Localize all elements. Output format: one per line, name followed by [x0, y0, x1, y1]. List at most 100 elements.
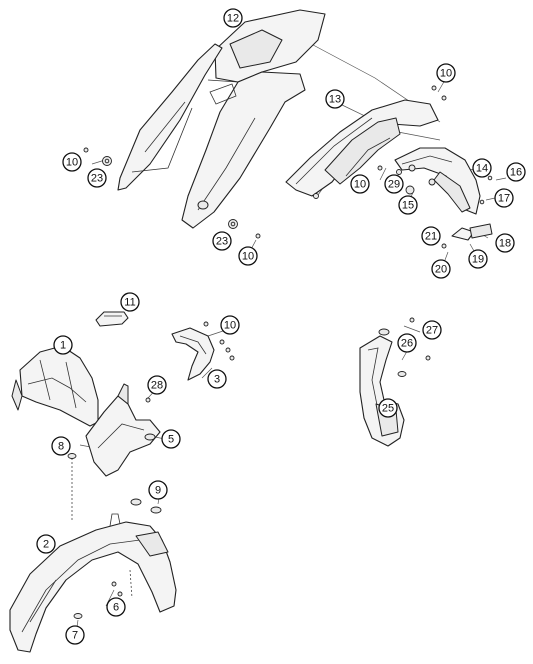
callout-25: 25	[378, 398, 398, 418]
callout-number: 19	[472, 254, 484, 266]
callout-circle	[148, 480, 168, 500]
callout-number: 8	[58, 441, 64, 453]
callout-10: 10	[436, 63, 456, 83]
callout-29: 29	[384, 174, 404, 194]
callout-circle	[350, 174, 370, 194]
callout-circle	[120, 292, 140, 312]
callout-number: 9	[155, 485, 161, 497]
callout-3: 3	[207, 369, 227, 389]
grommet-part-8	[67, 453, 77, 459]
callout-number: 26	[401, 338, 413, 350]
fasteners-top	[83, 85, 493, 249]
callout-circle	[161, 429, 181, 449]
callout-circle	[147, 375, 167, 395]
callout-number: 10	[66, 157, 78, 169]
headlight-mask-part-1	[11, 345, 99, 427]
tank-cover-part-12	[117, 9, 326, 229]
callout-number: 12	[227, 13, 239, 25]
callout-circle	[212, 231, 232, 251]
callout-23: 23	[87, 168, 107, 188]
callout-circle	[378, 398, 398, 418]
callout-1: 1	[53, 335, 73, 355]
callout-18: 18	[495, 233, 515, 253]
side-cover-part-25	[359, 317, 431, 447]
callout-27: 27	[422, 320, 442, 340]
callout-number: 27	[426, 325, 438, 337]
callout-number: 29	[388, 179, 400, 191]
callout-number: 25	[382, 403, 394, 415]
callout-number: 13	[329, 94, 341, 106]
callout-number: 28	[151, 380, 163, 392]
callout-number: 10	[354, 179, 366, 191]
callout-circle	[431, 259, 451, 279]
washers-part-9	[130, 498, 162, 514]
front-fender-part-2	[9, 513, 177, 653]
number-plate-part-5	[85, 383, 161, 477]
callout-14: 14	[472, 158, 492, 178]
plate-holder-part-19	[451, 223, 493, 241]
callout-number: 20	[435, 264, 447, 276]
callout-circle	[495, 233, 515, 253]
callout-number: 6	[113, 602, 119, 614]
callout-number: 2	[43, 539, 49, 551]
callout-number: 10	[224, 320, 236, 332]
callout-circle	[436, 63, 456, 83]
headlight-bracket-part-3	[171, 321, 235, 381]
callout-circle	[397, 333, 417, 353]
callout-circle	[220, 315, 240, 335]
callout-16: 16	[506, 162, 526, 182]
callout-circle	[472, 158, 492, 178]
callout-10: 10	[238, 246, 258, 266]
callout-2: 2	[36, 534, 56, 554]
callout-circle	[398, 195, 418, 215]
callout-15: 15	[398, 195, 418, 215]
bracket-part-11	[95, 311, 129, 327]
callout-number: 5	[168, 434, 174, 446]
callout-17: 17	[494, 188, 514, 208]
callout-circle	[422, 320, 442, 340]
callout-7: 7	[65, 625, 85, 645]
callout-circle	[53, 335, 73, 355]
callout-number: 23	[216, 236, 228, 248]
callout-10: 10	[220, 315, 240, 335]
callout-circle	[223, 8, 243, 28]
callout-number: 3	[214, 374, 220, 386]
callout-number: 11	[124, 297, 135, 309]
callout-number: 10	[440, 68, 452, 80]
callout-28: 28	[147, 375, 167, 395]
callout-number: 1	[60, 340, 66, 352]
callout-number: 23	[91, 173, 103, 185]
callout-number: 16	[510, 167, 522, 179]
callout-10: 10	[350, 174, 370, 194]
callout-number: 17	[498, 193, 510, 205]
callout-circle	[325, 89, 345, 109]
callout-circle	[506, 162, 526, 182]
callout-circle	[106, 597, 126, 617]
callout-circle	[62, 152, 82, 172]
callout-number: 15	[402, 200, 414, 212]
callout-12: 12	[223, 8, 243, 28]
callout-23: 23	[212, 231, 232, 251]
rear-side-panel-part-13	[285, 99, 439, 199]
callout-number: 18	[499, 238, 511, 250]
callout-19: 19	[468, 249, 488, 269]
callout-circle	[384, 174, 404, 194]
callout-8: 8	[51, 436, 71, 456]
callout-21: 21	[421, 226, 441, 246]
callout-11: 11	[120, 292, 140, 312]
callout-circle	[65, 625, 85, 645]
callout-circle	[36, 534, 56, 554]
callout-circle	[421, 226, 441, 246]
callout-circle	[87, 168, 107, 188]
callout-number: 21	[425, 231, 437, 243]
callout-13: 13	[325, 89, 345, 109]
callout-circle	[494, 188, 514, 208]
callout-9: 9	[148, 480, 168, 500]
rear-fender-part-14	[394, 147, 481, 215]
callout-5: 5	[161, 429, 181, 449]
callout-circle	[207, 369, 227, 389]
bolts-part-6-7	[73, 581, 123, 619]
callout-number: 14	[476, 163, 488, 175]
callout-number: 7	[72, 630, 78, 642]
